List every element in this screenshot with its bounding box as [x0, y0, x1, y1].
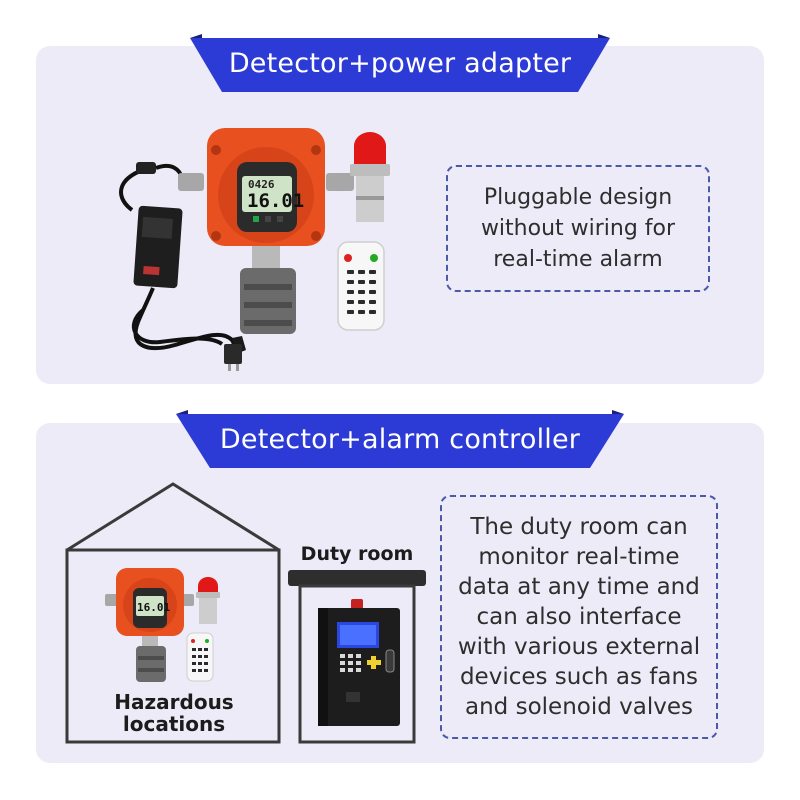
section-title-ribbon: Detector+power adapter	[190, 34, 610, 92]
feature-note-box: The duty room can monitor real-time data…	[440, 495, 718, 739]
duty-room-label: Duty room	[300, 543, 414, 565]
note-line: with various external	[457, 634, 701, 660]
section-title-ribbon: Detector+alarm controller	[176, 410, 624, 468]
section-title: Detector+power adapter	[228, 47, 572, 79]
note-line: can also interface	[476, 604, 682, 630]
note-line: data at any time and	[458, 574, 700, 600]
alarm-beacon-icon	[350, 132, 390, 222]
note-line: monitor real-time	[478, 544, 680, 570]
feature-note-box: Pluggable design without wiring for real…	[446, 165, 710, 292]
remote-control-icon	[337, 241, 385, 331]
section-title: Detector+alarm controller	[219, 423, 581, 455]
house-icon	[65, 482, 281, 744]
note-line: devices such as fans	[459, 664, 699, 690]
lcd-small-readout: 0426	[248, 178, 275, 191]
lcd-main-readout: 16.01	[247, 190, 304, 212]
lcd-main-readout: 16.01	[137, 601, 170, 614]
note-line: The duty room can	[470, 514, 688, 540]
note-line: and solenoid valves	[465, 694, 693, 720]
hazardous-locations-label: Hazardous locations	[104, 691, 244, 735]
alarm-beacon-icon	[196, 577, 220, 624]
gas-detector-icon: 0426 16.01	[178, 128, 354, 334]
label-line: Hazardous	[114, 690, 234, 714]
gas-detector-icon: 16.01	[105, 568, 194, 682]
note-line: real-time alarm	[493, 247, 663, 272]
label-line: locations	[122, 712, 226, 736]
note-line: Pluggable design	[483, 185, 673, 210]
duty-room-icon	[288, 570, 426, 744]
remote-control-icon	[186, 632, 214, 682]
alarm-controller-icon	[318, 599, 400, 726]
note-line: without wiring for	[480, 216, 676, 241]
